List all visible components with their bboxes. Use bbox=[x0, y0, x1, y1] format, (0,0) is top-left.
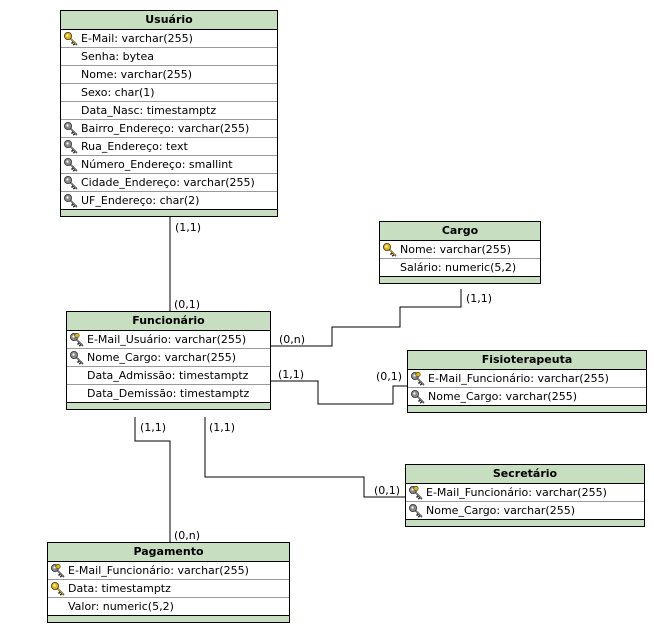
attribute-row[interactable]: Nome_Cargo: varchar(255) bbox=[408, 388, 646, 406]
funcionario-secretario-line bbox=[204, 417, 407, 498]
funcionario-pagamento-line bbox=[134, 417, 171, 542]
attribute-label: Bairro_Endereço: varchar(255) bbox=[81, 122, 250, 135]
attribute-row[interactable]: UF_Endereço: char(2) bbox=[61, 192, 277, 210]
cardinality-secretario: (0,1) bbox=[374, 484, 401, 497]
attribute-label: Data_Demissão: timestamptz bbox=[87, 387, 250, 400]
attribute-row[interactable]: Senha: bytea bbox=[61, 48, 277, 66]
attribute-row[interactable]: Data_Admissão: timestamptz bbox=[67, 367, 270, 385]
attribute-label: Nome_Cargo: varchar(255) bbox=[87, 351, 236, 364]
attribute-label: Senha: bytea bbox=[81, 50, 154, 63]
attribute-label: Nome: varchar(255) bbox=[400, 243, 512, 256]
attribute-label: Número_Endereço: smallint bbox=[81, 158, 233, 171]
attribute-row[interactable]: Cidade_Endereço: varchar(255) bbox=[61, 174, 277, 192]
entity-footer bbox=[48, 616, 289, 622]
funcionario-cargo-line bbox=[271, 289, 462, 347]
attribute-label: E-Mail: varchar(255) bbox=[81, 32, 193, 45]
cardinality-cargo: (1,1) bbox=[466, 292, 493, 305]
attribute-row[interactable]: E-Mail_Funcionário: varchar(255) bbox=[406, 484, 644, 502]
attribute-label: Cidade_Endereço: varchar(255) bbox=[81, 176, 255, 189]
attribute-label: Salário: numeric(5,2) bbox=[400, 261, 517, 274]
attribute-row[interactable]: E-Mail: varchar(255) bbox=[61, 30, 277, 48]
attribute-label: Nome_Cargo: varchar(255) bbox=[428, 390, 577, 403]
entity-footer bbox=[61, 210, 277, 216]
entity-title: Funcionário bbox=[67, 312, 270, 331]
attribute-label: UF_Endereço: char(2) bbox=[81, 194, 200, 207]
attribute-row[interactable]: Nome: varchar(255) bbox=[61, 66, 277, 84]
cardinality-usuario: (1,1) bbox=[175, 221, 202, 234]
attribute-label: Data: timestamptz bbox=[68, 582, 171, 595]
attribute-label: E-Mail_Usuário: varchar(255) bbox=[87, 333, 247, 346]
attribute-row[interactable]: Valor: numeric(5,2) bbox=[48, 598, 289, 616]
attribute-label: Data_Nasc: timestamptz bbox=[81, 104, 217, 117]
attribute-label: E-Mail_Funcionário: varchar(255) bbox=[428, 372, 609, 385]
attribute-row[interactable]: Nome: varchar(255) bbox=[380, 241, 540, 259]
attribute-label: Sexo: char(1) bbox=[81, 86, 155, 99]
attribute-row[interactable]: E-Mail_Funcionário: varchar(255) bbox=[408, 370, 646, 388]
attribute-label: Rua_Endereço: text bbox=[81, 140, 188, 153]
cardinality-funcionario-fisioterapeuta: (1,1) bbox=[278, 368, 305, 381]
cardinality-funcionario-cargo: (0,n) bbox=[279, 333, 306, 346]
attribute-row[interactable]: Nome_Cargo: varchar(255) bbox=[67, 349, 270, 367]
attribute-label: Nome: varchar(255) bbox=[81, 68, 193, 81]
cardinality-pagamento: (0,n) bbox=[174, 529, 201, 542]
cardinality-fisioterapeuta: (0,1) bbox=[376, 370, 403, 383]
entity-title: Usuário bbox=[61, 11, 277, 30]
cardinality-funcionario-secretario: (1,1) bbox=[209, 421, 236, 434]
attribute-row[interactable]: Data_Nasc: timestamptz bbox=[61, 102, 277, 120]
attribute-row[interactable]: Número_Endereço: smallint bbox=[61, 156, 277, 174]
attribute-label: Data_Admissão: timestamptz bbox=[87, 369, 249, 382]
attribute-label: E-Mail_Funcionário: varchar(255) bbox=[426, 486, 607, 499]
attribute-label: E-Mail_Funcionário: varchar(255) bbox=[68, 564, 249, 577]
cardinality-funcionario-usuario: (0,1) bbox=[174, 298, 201, 311]
attribute-row[interactable]: Bairro_Endereço: varchar(255) bbox=[61, 120, 277, 138]
entity-title: Cargo bbox=[380, 222, 540, 241]
entity-title: Fisioterapeuta bbox=[408, 351, 646, 370]
entity-footer bbox=[408, 406, 646, 412]
cardinality-funcionario-pagamento: (1,1) bbox=[140, 421, 167, 434]
entity-title: Pagamento bbox=[48, 543, 289, 562]
attribute-row[interactable]: Salário: numeric(5,2) bbox=[380, 259, 540, 277]
attribute-row[interactable]: E-Mail_Usuário: varchar(255) bbox=[67, 331, 270, 349]
attribute-row[interactable]: E-Mail_Funcionário: varchar(255) bbox=[48, 562, 289, 580]
attribute-row[interactable]: Data: timestamptz bbox=[48, 580, 289, 598]
attribute-row[interactable]: Data_Demissão: timestamptz bbox=[67, 385, 270, 403]
attribute-row[interactable]: Sexo: char(1) bbox=[61, 84, 277, 102]
attribute-label: Valor: numeric(5,2) bbox=[68, 600, 174, 613]
entity-title: Secretário bbox=[406, 465, 644, 484]
attribute-label: Nome_Cargo: varchar(255) bbox=[426, 504, 575, 517]
entity-footer bbox=[67, 403, 270, 409]
funcionario-fisioterapeuta-line bbox=[271, 380, 409, 405]
attribute-row[interactable]: Rua_Endereço: text bbox=[61, 138, 277, 156]
entity-footer bbox=[406, 520, 644, 526]
attribute-row[interactable]: Nome_Cargo: varchar(255) bbox=[406, 502, 644, 520]
entity-footer bbox=[380, 277, 540, 283]
